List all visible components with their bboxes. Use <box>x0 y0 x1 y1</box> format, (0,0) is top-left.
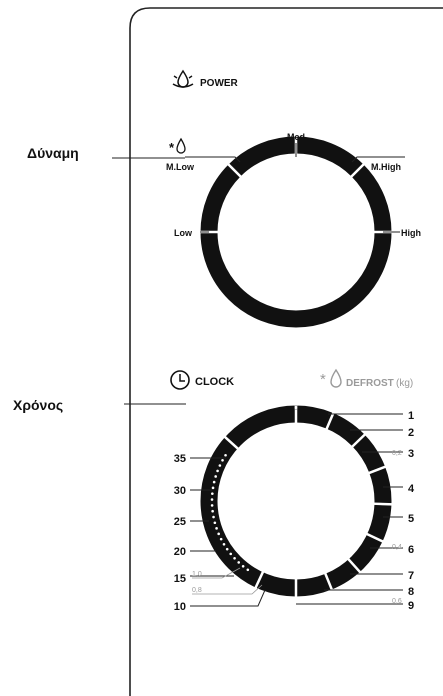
timer-dot <box>218 464 222 467</box>
timer-dot <box>246 568 250 572</box>
timer-minute-label: 8 <box>408 586 414 598</box>
power-level-label: Low <box>174 228 193 238</box>
defrost-leader-10 <box>192 567 241 579</box>
clock-title: CLOCK <box>195 376 234 388</box>
timer-tick-5 <box>365 532 385 544</box>
timer-minute-label: 5 <box>408 513 414 525</box>
defrost-unit: (kg) <box>396 378 413 389</box>
timer-zero-label: 0 <box>294 405 298 412</box>
timer-dot <box>219 537 223 541</box>
power-icon <box>172 69 194 88</box>
timer-minute-label: 7 <box>408 570 414 582</box>
timer-dot <box>210 504 214 507</box>
timer-dot <box>211 509 214 513</box>
defrost-weight-label: 0,8 <box>192 587 202 594</box>
timer-tick-35 <box>223 435 240 451</box>
timer-dial-ring[interactable] <box>200 405 392 597</box>
timer-tick-10 <box>253 570 265 590</box>
timer-dot <box>237 561 241 564</box>
timer-leader-left <box>190 589 266 607</box>
timer-minute-label: 1 <box>408 410 414 422</box>
timer-tick-2 <box>350 432 367 449</box>
power-title: POWER <box>200 78 239 89</box>
panel-outline <box>129 7 443 696</box>
timer-tick-1 <box>324 411 336 431</box>
timer-dot <box>212 480 216 484</box>
timer-minute-label: 25 <box>174 516 186 528</box>
defrost-header-icon: * <box>320 368 342 388</box>
power-tick-mlow <box>226 162 243 179</box>
power-callout-label: Δύναμη <box>27 145 79 161</box>
timer-minute-label: 9 <box>408 600 414 612</box>
timer-minute-label: 30 <box>174 485 186 497</box>
svg-text:*: * <box>169 140 175 155</box>
defrost-title: DEFROST <box>346 378 394 389</box>
timer-dot <box>213 521 217 525</box>
timer-minute-label: 2 <box>408 427 414 439</box>
timer-dot <box>216 469 219 473</box>
defrost-weight-label: 1,0 <box>192 571 202 578</box>
timer-minute-label: 20 <box>174 546 186 558</box>
power-level-label: High <box>401 228 421 238</box>
timer-dot <box>233 556 236 560</box>
defrost-leader-08 <box>192 584 263 595</box>
timer-dot <box>224 453 227 457</box>
svg-text:*: * <box>320 371 326 388</box>
power-leader-mlow <box>185 156 241 163</box>
power-leader-mhigh <box>351 156 405 163</box>
timer-dot <box>212 515 215 519</box>
clock-icon <box>170 370 190 390</box>
timer-dot <box>241 564 245 568</box>
timer-dot <box>222 542 226 546</box>
timer-dot <box>210 498 214 501</box>
timer-minute-label: 3 <box>408 448 414 460</box>
timer-dot <box>221 458 224 462</box>
power-tick-mhigh <box>349 162 366 179</box>
timer-minute-label: 10 <box>174 601 186 613</box>
timer-minute-label: 4 <box>408 483 415 495</box>
timer-dot <box>211 492 214 495</box>
timer-dot <box>225 547 229 551</box>
timer-dot <box>214 475 217 478</box>
timer-minute-label: 15 <box>174 573 186 585</box>
defrost-weight-label: 0,2 <box>392 450 402 457</box>
defrost-drop-icon: * <box>169 137 186 155</box>
timer-tick-7 <box>323 571 334 592</box>
timer-minute-label: 6 <box>408 544 414 556</box>
timer-dot <box>229 552 233 556</box>
timer-tick-3 <box>367 465 388 475</box>
timer-minute-label: 35 <box>174 453 186 465</box>
timer-dot <box>215 527 218 530</box>
timer-dot <box>211 486 215 490</box>
power-level-label: Med <box>287 132 305 142</box>
time-callout-label: Χρόνος <box>13 397 63 413</box>
power-level-label: M.High <box>371 162 401 172</box>
timer-tick-6 <box>346 557 362 574</box>
power-level-label: M.Low <box>166 162 195 172</box>
timer-dot <box>217 532 220 536</box>
defrost-weight-label: 0,6 <box>392 598 402 605</box>
timer-tick-4 <box>372 502 393 506</box>
defrost-weight-label: 0,4 <box>392 544 402 551</box>
